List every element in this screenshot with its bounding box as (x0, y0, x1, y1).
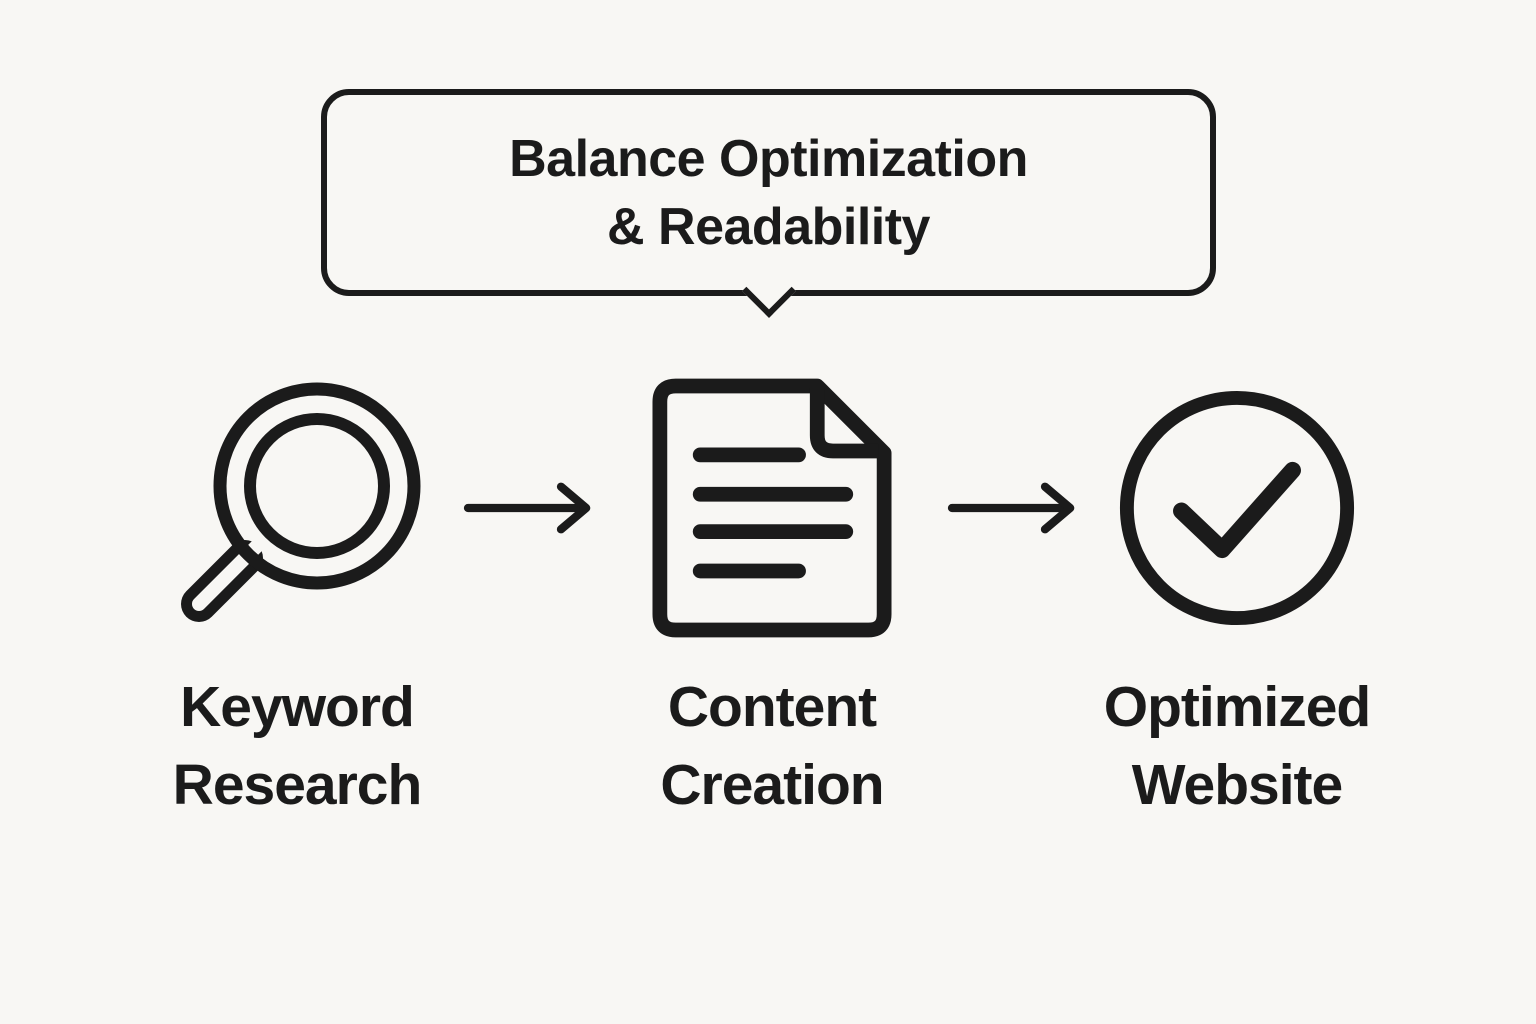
step-label: Content Creation (660, 668, 884, 824)
arrow-right-icon (946, 477, 1082, 539)
caption-line-1: Balance Optimization (509, 129, 1028, 188)
document-icon (652, 372, 892, 644)
step-optimized-website: Optimized Website (1037, 372, 1437, 824)
step-label-line-1: Optimized (1103, 675, 1372, 739)
check-circle-icon (1113, 372, 1361, 644)
bubble-tail-pointer (741, 264, 796, 318)
caption-line-2: & Readability (607, 197, 930, 256)
step-content-creation: Content Creation (572, 372, 972, 824)
step-keyword-research: Keyword Research (97, 372, 497, 824)
magnifier-icon (165, 372, 429, 644)
step-label: Optimized Website (1103, 668, 1372, 824)
step-label: Keyword Research (172, 668, 423, 824)
step-label-line-1: Content (667, 675, 877, 739)
step-label-line-1: Keyword (180, 675, 415, 739)
caption-bubble: Balance Optimization & Readability (321, 89, 1216, 318)
step-label-line-2: Research (172, 753, 423, 817)
step-label-line-2: Creation (660, 753, 884, 817)
step-label-line-2: Website (1131, 753, 1344, 817)
caption-text: Balance Optimization & Readability (509, 125, 1028, 261)
arrow-right-icon (462, 477, 598, 539)
